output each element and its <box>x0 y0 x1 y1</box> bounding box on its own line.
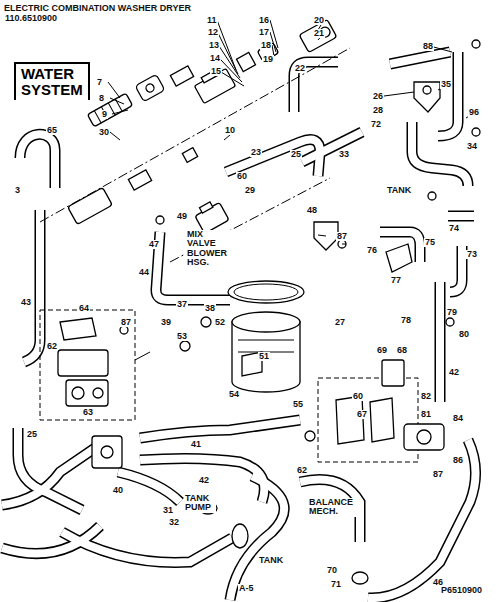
callout-number: 71 <box>330 580 342 589</box>
callout-number: 26 <box>372 92 384 101</box>
section-heading-box: WATER SYSTEM <box>14 62 90 100</box>
part-label: TANK <box>258 556 284 565</box>
callout-number: 67 <box>356 410 368 419</box>
callout-number: 75 <box>424 238 436 247</box>
callout-number: 60 <box>352 392 364 401</box>
callout-number: 70 <box>326 566 338 575</box>
callout-number: 11 <box>206 16 218 25</box>
part-label: A-5 <box>238 584 255 593</box>
part-label: BALANCE MECH. <box>308 498 358 517</box>
callout-number: 15 <box>210 67 222 76</box>
callout-number: 73 <box>466 250 478 259</box>
part-label: 110.6510900 <box>4 14 58 23</box>
callout-number: 39 <box>160 318 172 327</box>
callout-number: 42 <box>198 476 210 485</box>
callout-number: 62 <box>46 342 58 351</box>
callout-number: 87 <box>120 318 132 327</box>
part-label: TANK <box>386 186 412 195</box>
callout-number: 42 <box>448 368 460 377</box>
callout-number: 40 <box>112 486 124 495</box>
callout-number: 29 <box>244 186 256 195</box>
callout-number: 62 <box>296 466 308 475</box>
callout-number: 68 <box>396 346 408 355</box>
callout-number: 10 <box>224 126 236 135</box>
callout-number: 44 <box>138 268 150 277</box>
callout-number: 46 <box>432 578 444 587</box>
callout-number: 74 <box>448 224 460 233</box>
diagram-title: ELECTRIC COMBINATION WASHER DRYER <box>4 3 191 13</box>
callout-number: 30 <box>98 128 110 137</box>
callout-number: 81 <box>420 410 432 419</box>
callout-number: 27 <box>334 318 346 327</box>
callout-number: 69 <box>376 346 388 355</box>
callout-number: 80 <box>458 330 470 339</box>
callout-number: 22 <box>294 64 306 73</box>
callout-number: 13 <box>208 41 220 50</box>
callout-number: 41 <box>190 440 202 449</box>
part-label: P6510900 <box>440 586 483 595</box>
callout-number: 87 <box>432 470 444 479</box>
callout-number: 17 <box>258 28 270 37</box>
callout-number: 48 <box>306 206 318 215</box>
callout-number: 51 <box>258 352 270 361</box>
callout-number: 16 <box>258 16 270 25</box>
callout-number: 3 <box>14 186 21 195</box>
callout-number: 76 <box>366 246 378 255</box>
callout-number: 64 <box>78 304 90 313</box>
callout-number: 20 <box>313 16 325 25</box>
callout-number: 14 <box>209 54 221 63</box>
callout-number: 60 <box>236 172 248 181</box>
callout-number: 43 <box>20 298 32 307</box>
callout-number: 21 <box>313 29 325 38</box>
callout-number: 79 <box>446 308 458 317</box>
callout-number: 53 <box>176 332 188 341</box>
callout-number: 12 <box>207 28 219 37</box>
callout-number: 18 <box>260 41 272 50</box>
callout-number: 82 <box>420 392 432 401</box>
callout-number: 63 <box>82 408 94 417</box>
heading-text: WATER SYSTEM <box>21 66 83 98</box>
callout-number: 35 <box>440 80 452 89</box>
callout-number: 23 <box>250 148 262 157</box>
callout-number: 86 <box>452 456 464 465</box>
callout-number: 25 <box>26 430 38 439</box>
callout-number: 65 <box>46 126 58 135</box>
part-label: TANK PUMP <box>184 494 216 513</box>
callout-number: 77 <box>390 276 402 285</box>
callout-number: 55 <box>292 400 304 409</box>
callout-number: 88 <box>422 42 434 51</box>
callout-number: 52 <box>214 318 226 327</box>
callout-number: 7 <box>96 78 103 87</box>
callout-number: 78 <box>400 316 412 325</box>
callout-number: 84 <box>452 414 464 423</box>
callout-number: 34 <box>466 142 478 151</box>
callout-number: 32 <box>168 518 180 527</box>
callout-number: 19 <box>262 55 274 64</box>
callout-number: 25 <box>290 150 302 159</box>
callout-number: 37 <box>176 300 188 309</box>
part-label: MIX VALVE BLOWER HSG. <box>186 230 232 268</box>
callout-number: 31 <box>162 506 174 515</box>
callout-number: 9 <box>101 110 108 119</box>
callout-number: 72 <box>370 120 382 129</box>
callout-number: 54 <box>228 390 240 399</box>
callout-number: 96 <box>468 108 480 117</box>
callout-number: 33 <box>338 150 350 159</box>
callout-number: 49 <box>176 212 188 221</box>
callout-number: 38 <box>204 304 216 313</box>
callout-number: 47 <box>148 240 160 249</box>
callout-number: 28 <box>372 106 384 115</box>
callout-number: 87 <box>336 232 348 241</box>
callout-number: 8 <box>98 94 105 103</box>
